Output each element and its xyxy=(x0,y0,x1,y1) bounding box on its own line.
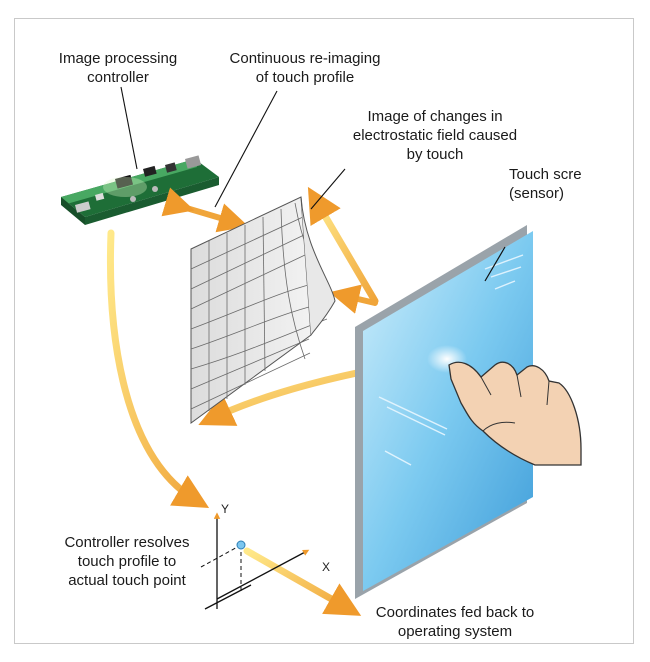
axis-label-x: X xyxy=(322,560,331,574)
label-electrostatic-changes: Image of changes in electrostatic field … xyxy=(352,108,518,163)
arrow-coordinates-out xyxy=(243,547,362,616)
label-controller-resolves: Controller resolves touch profile to act… xyxy=(64,534,190,589)
hand-icon xyxy=(448,361,582,466)
arrow-screen-to-mesh-top xyxy=(307,186,379,305)
label-continuous-reimaging: Continuous re-imaging of touch profile xyxy=(229,50,381,86)
leader-line-reimaging xyxy=(214,90,278,208)
axis-label-y: Y xyxy=(221,502,230,516)
arrow-screen-to-mesh-mid xyxy=(329,284,378,314)
circuit-board-icon xyxy=(61,155,219,225)
touchscreen-diagram xyxy=(61,86,582,616)
label-image-processing-controller: Image processing controller xyxy=(58,50,178,86)
touch-screen-sensor xyxy=(355,225,533,599)
touch-point-icon xyxy=(236,540,246,550)
leader-line-controller xyxy=(120,86,138,170)
leader-lines xyxy=(120,86,346,210)
leader-line-changes xyxy=(310,168,346,210)
arrow-controller-to-resolver xyxy=(107,229,210,509)
label-coordinates-fed-back: Coordinates fed back to operating system xyxy=(375,604,535,640)
label-touch-screen: Touch scre (sensor) xyxy=(509,166,582,202)
arrow-controller-mesh xyxy=(161,187,249,233)
leader-line-screen xyxy=(484,246,506,282)
diagram-frame: Image processing controller Continuous r… xyxy=(14,18,634,644)
coordinate-axes xyxy=(200,512,310,610)
touch-profile-mesh xyxy=(190,196,336,424)
